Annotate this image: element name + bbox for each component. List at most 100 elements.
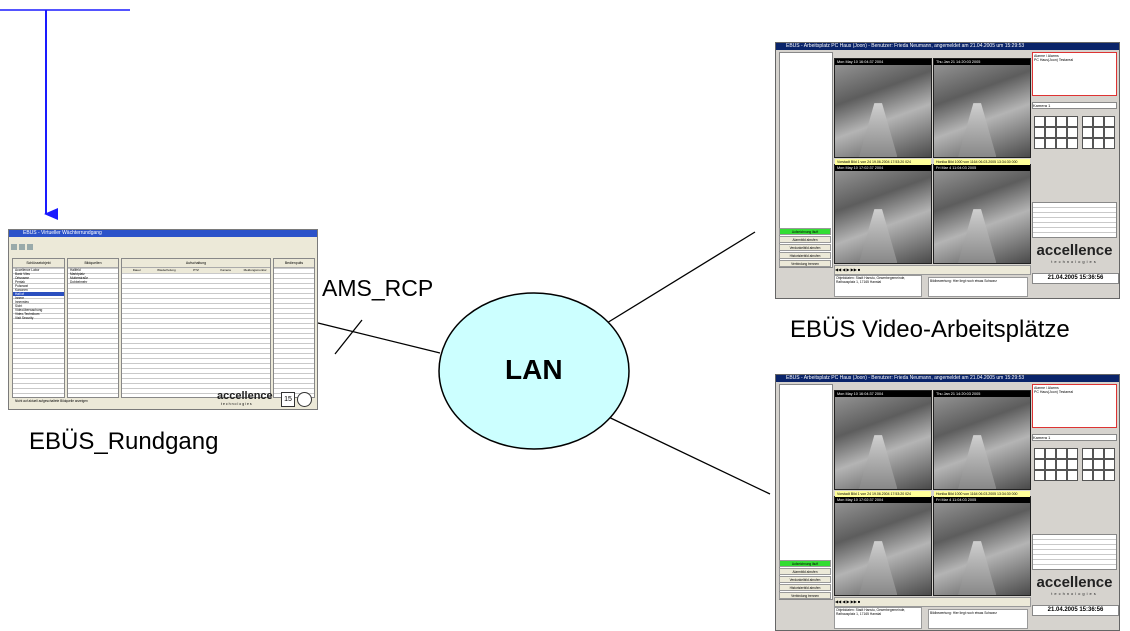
schedule-panel: Aufschaltung Dauer Wiederholung PTZ Kamera M…	[121, 258, 271, 398]
street-scene	[958, 209, 997, 263]
alarm-title: Alarme / Alarms	[1034, 54, 1059, 58]
object-list-item: Kanonen	[15, 288, 28, 292]
action-button: Verbindung trennen	[779, 592, 831, 599]
schedule-sub-columns: Dauer Wiederholung PTZ Kamera Meldungsmonito…	[122, 268, 270, 273]
camera-overlay: Thu Jan 21 14:20:03 2005	[934, 59, 1030, 65]
lan-to-ws2-line	[597, 411, 771, 495]
camera-view-1: Mon May 10 16:04:37 2004	[834, 390, 932, 490]
camera-view-2: Thu Jan 21 14:20:03 2005	[933, 58, 1031, 158]
recording-button: Aufzeichnung läuft	[779, 228, 831, 235]
date-display: 21.04.2005 15:36:56	[1032, 273, 1119, 284]
source-list-header: Bildquellen	[68, 259, 118, 268]
object-list-item: Ortsname	[15, 276, 29, 280]
action-button: Historisierbild abrufen	[779, 252, 831, 259]
clock-icon	[297, 392, 312, 407]
tour-logo: accellence	[217, 390, 273, 402]
action-button: Verdunkelbild abrufen	[779, 576, 831, 583]
protocol-label: AMS_RCP	[322, 275, 434, 301]
ptz-grid	[1032, 114, 1117, 160]
camera-view-4: Honika Bild 1000 von 1164 06.03.2005 13:…	[933, 491, 1031, 596]
schedule-sub-column: Meldungsmonitor	[243, 268, 267, 272]
street-scene	[859, 103, 898, 157]
camera-view-2: Thu Jan 21 14:20:03 2005	[933, 390, 1031, 490]
action-button: Alarmbild abrufen	[779, 568, 831, 575]
tour-caption: EBÜS_Rundgang	[29, 428, 219, 455]
camera-select: Kamera 1	[1032, 102, 1117, 109]
object-list-item: Innensteu	[15, 300, 30, 304]
tour-toolbar	[9, 237, 317, 250]
workstations-caption: EBÜS Video-Arbeitsplätze	[790, 316, 1070, 343]
comment-info: Bildbewertung: Hier liegt noch etwas Sch…	[928, 609, 1028, 629]
action-buttons: Aufzeichnung läuft Alarmbild abrufen Ver…	[779, 228, 831, 268]
alarm-panel: Alarme / Alarms PC Haus(Joon) Testareal	[1032, 384, 1117, 428]
console-header: Bedienpults	[274, 259, 314, 268]
ptz-grid	[1032, 446, 1117, 492]
action-buttons: Aufzeichnung läuft Alarmbild abrufen Ver…	[779, 560, 831, 600]
workstation-screenshot-2: EBÜS - Arbeitsplatz PC Haus (Joon) - Ben…	[775, 374, 1120, 631]
camera-status: Honika Bild 1000 von 1164 06.03.2005 13:…	[934, 491, 1030, 497]
camera-overlay: Fri Mar 4 11:04:03 2005	[934, 165, 1030, 171]
console-panel: Bedienpults	[273, 258, 315, 398]
schedule-sub-column: PTZ	[193, 268, 199, 272]
object-info: Objektdaten: Stadt Hanstu, Gewerbegemein…	[834, 607, 922, 629]
alarm-text: PC Haus(Joon) Testareal	[1034, 390, 1074, 394]
street-scene	[958, 103, 997, 157]
schedule-header: Aufschaltung	[122, 259, 270, 268]
date-display: 21.04.2005 15:36:56	[1032, 605, 1119, 616]
logo-subtext: technologies	[1051, 259, 1098, 264]
source-list-item: Marktplatz	[70, 272, 85, 276]
schedule-sub-column: Wiederholung	[157, 268, 176, 272]
network-label: LAN	[505, 354, 563, 385]
tour-to-lan-line	[317, 322, 441, 354]
footer-checkbox-label: Nicht auf aktuell aufgeschaltete Bildque…	[15, 399, 88, 403]
workstation-title: EBÜS - Arbeitsplatz PC Haus (Joon) - Ben…	[776, 375, 1119, 382]
source-list-item: Dobbelmehr	[70, 280, 88, 284]
action-button: Verdunkelbild abrufen	[779, 244, 831, 251]
logo-text: accellence	[1036, 574, 1113, 591]
object-list-item: Visit Security	[15, 316, 34, 320]
action-button: Verbindung trennen	[779, 260, 831, 267]
street-scene	[958, 435, 997, 489]
camera-overlay: Mon May 10 17:02:37 2004	[835, 497, 931, 503]
object-list-item: Video-Technikum	[15, 312, 40, 316]
playback-controls: ◀◀ ◀ ▶ ▶▶ ■	[834, 265, 1031, 275]
object-list-item: Videoüberwachung	[15, 308, 43, 312]
logo-subtext: technologies	[1051, 591, 1098, 596]
camera-view-1: Mon May 10 16:04:37 2004	[834, 58, 932, 158]
workstation-title: EBÜS - Arbeitsplatz PC Haus (Joon) - Ben…	[776, 43, 1119, 50]
comment-info: Bildbewertung: Hier liegt noch etwas Sch…	[928, 277, 1028, 297]
street-scene	[859, 541, 898, 595]
calendar-icon: 15	[281, 392, 295, 407]
street-scene	[859, 435, 898, 489]
camera-overlay: Mon May 10 17:02:37 2004	[835, 165, 931, 171]
control-column: Alarme / Alarms PC Haus(Joon) Testareal …	[1032, 384, 1119, 628]
source-list-item: Hallfeld	[70, 268, 81, 272]
schedule-sub-column: Dauer	[132, 268, 141, 272]
recording-button: Aufzeichnung läuft	[779, 560, 831, 567]
control-column: Alarme / Alarms PC Haus(Joon) Testareal …	[1032, 52, 1119, 296]
alarm-text: PC Haus(Joon) Testareal	[1034, 58, 1074, 62]
lan-to-ws1-line	[601, 231, 756, 327]
schedule-sub-column: Kamera	[220, 268, 231, 272]
device-list	[1032, 202, 1117, 238]
tour-window-screenshot: EBÜS - Virtueller Wächterrundgang Schlüs…	[8, 229, 318, 410]
toolbar-icon	[11, 244, 17, 250]
object-list-item: Pulsewat	[15, 284, 28, 288]
action-button: Historisierbild abrufen	[779, 584, 831, 591]
camera-view-4: Honika Bild 1000 von 1164 06.03.2005 13:…	[933, 159, 1031, 264]
playback-controls: ◀◀ ◀ ▶ ▶▶ ■	[834, 597, 1031, 607]
object-list-item: Innere	[15, 296, 25, 300]
camera-overlay: Thu Jan 21 14:20:03 2005	[934, 391, 1030, 397]
camera-view-3: Vorstadt Bild 1 von 24 19.06.2004 17:53:…	[834, 491, 932, 596]
street-scene	[859, 209, 898, 263]
connector-layer	[0, 9, 771, 495]
camera-view-3: Vorstadt Bild 1 von 24 19.06.2004 17:53:…	[834, 159, 932, 264]
object-list-item: Sicht	[15, 304, 23, 308]
alarm-title: Alarme / Alarms	[1034, 386, 1059, 390]
action-button: Alarmbild abrufen	[779, 236, 831, 243]
